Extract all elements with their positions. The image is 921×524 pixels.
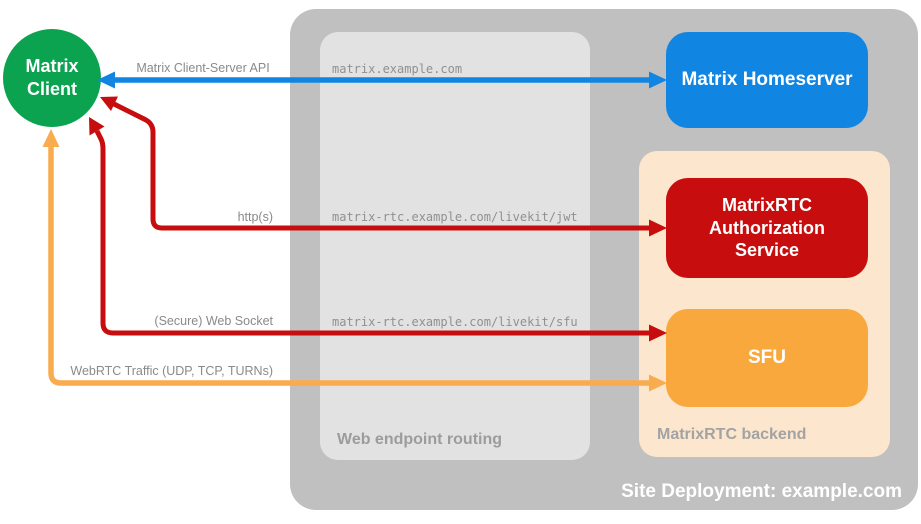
routing-container-label: Web endpoint routing	[337, 431, 503, 448]
homeserver-node-label: Matrix Homeserver	[681, 69, 853, 90]
matrix-client-node-label: Matrix Client	[25, 55, 79, 99]
edge-label-https: http(s)	[237, 210, 273, 224]
routing-container: Web endpoint routing	[320, 32, 590, 460]
auth-service-node-label: MatrixRTC Authorization Service	[709, 195, 825, 261]
arrowhead-to-client-icon	[100, 96, 118, 111]
endpoint-host-livekit-sfu: matrix-rtc.example.com/livekit/sfu	[332, 315, 578, 329]
arrowhead-to-client-icon	[89, 117, 105, 136]
sfu-node: SFU	[666, 309, 868, 407]
edge-label-websocket: (Secure) Web Socket	[154, 314, 273, 328]
arrowhead-to-client-icon	[42, 129, 60, 147]
sfu-node-label: SFU	[748, 347, 786, 368]
auth-service-node: MatrixRTC Authorization Service	[666, 178, 868, 278]
edge-label-webrtc-traffic: WebRTC Traffic (UDP, TCP, TURNs)	[70, 364, 273, 378]
homeserver-node: Matrix Homeserver	[666, 32, 868, 128]
endpoint-host-livekit-jwt: matrix-rtc.example.com/livekit/jwt	[332, 210, 578, 224]
endpoint-host-homeserver: matrix.example.com	[332, 62, 463, 76]
edge-label-client-server-api: Matrix Client-Server API	[136, 61, 270, 75]
matrix-client-node: Matrix Client	[3, 29, 101, 127]
backend-container-label: MatrixRTC backend	[657, 426, 807, 443]
site-deployment-label: Site Deployment: example.com	[621, 481, 902, 502]
